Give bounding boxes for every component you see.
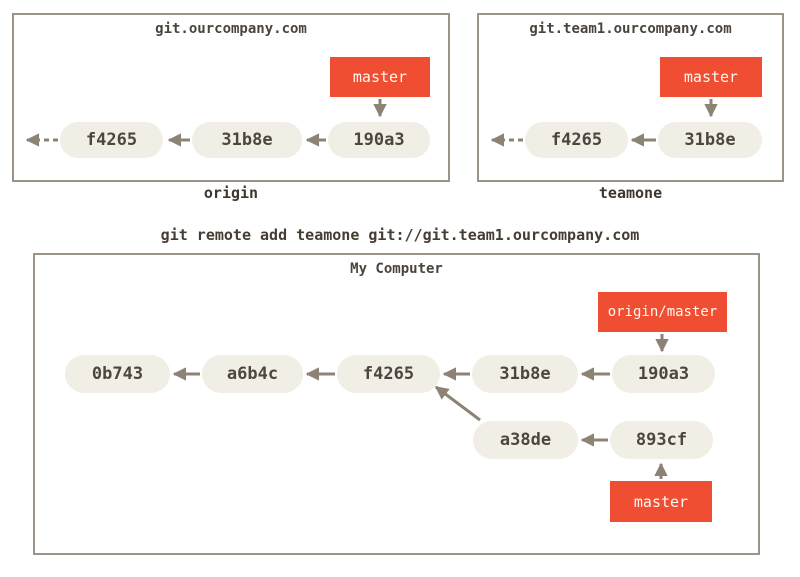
- commit-node-origin-f4265: f4265: [60, 122, 163, 158]
- remote-teamone-caption: teamone: [598, 184, 663, 202]
- commit-node-local-31b8e: 31b8e: [472, 355, 578, 393]
- remote-box-origin: [12, 13, 450, 182]
- branch-tag-origin-master: master: [330, 57, 430, 97]
- commit-node-teamone-f4265: f4265: [525, 122, 628, 158]
- commit-node-local-190a3: 190a3: [612, 355, 715, 393]
- git-command-text: git remote add teamone git://git.team1.o…: [160, 226, 640, 244]
- local-repo-box: [33, 253, 760, 555]
- commit-node-local-f4265: f4265: [337, 355, 440, 393]
- remote-origin-title: git.ourcompany.com: [155, 21, 307, 37]
- branch-tag-origin-master-ref: origin/master: [598, 292, 727, 332]
- commit-node-local-a6b4c: a6b4c: [202, 355, 303, 393]
- branch-tag-teamone-master: master: [660, 57, 762, 97]
- remote-teamone-title: git.team1.ourcompany.com: [529, 21, 732, 37]
- branch-tag-local-master: master: [610, 481, 712, 522]
- commit-node-origin-190a3: 190a3: [328, 122, 430, 158]
- commit-node-teamone-31b8e: 31b8e: [658, 122, 762, 158]
- commit-node-local-0b743: 0b743: [65, 355, 170, 393]
- local-repo-title: My Computer: [350, 261, 443, 277]
- commit-node-origin-31b8e: 31b8e: [192, 122, 302, 158]
- commit-node-local-a38de: a38de: [473, 421, 578, 459]
- remote-box-teamone: [477, 13, 784, 182]
- remote-origin-caption: origin: [203, 184, 259, 202]
- commit-node-local-893cf: 893cf: [610, 421, 713, 459]
